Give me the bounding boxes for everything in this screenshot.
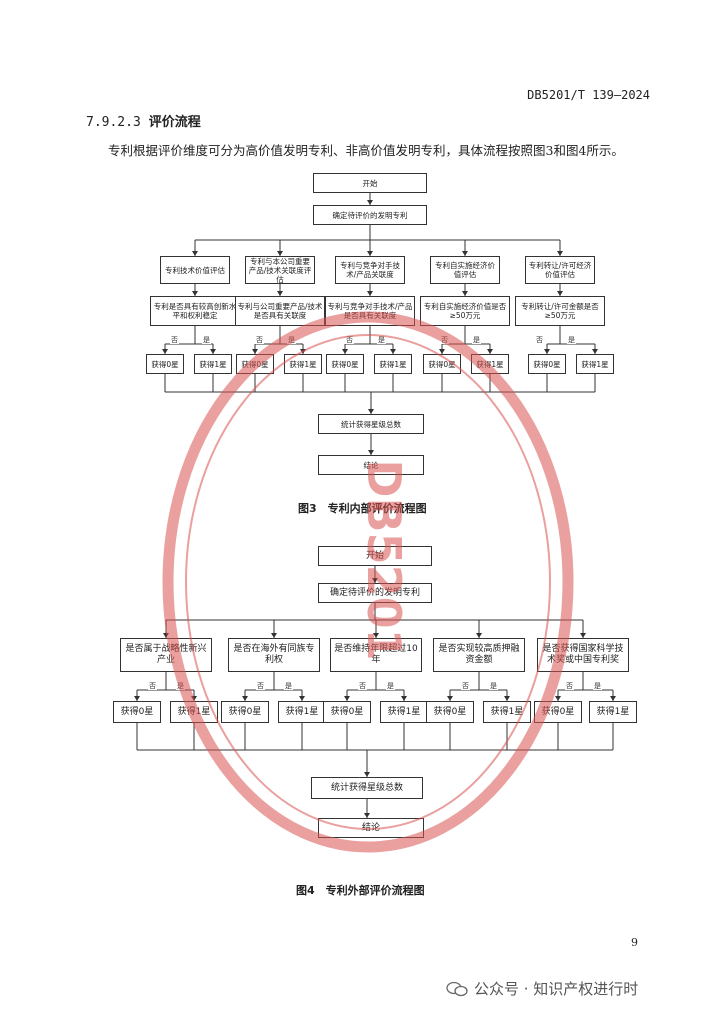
fig3-identify-box: 确定待评价的发明专利 xyxy=(313,205,427,225)
fig3-question-2: 专利与公司重要产品/技术是否具有关联度 xyxy=(235,296,325,326)
section-number: 7.9.2.3 xyxy=(86,115,141,130)
fig3-yes-label-2: 是 xyxy=(287,336,296,344)
connector-arrow xyxy=(610,696,616,701)
fig4-yes-label-3: 是 xyxy=(386,682,395,690)
fig3-yes-label-4: 是 xyxy=(472,336,481,344)
fig3-result-zero-4: 获得0星 xyxy=(423,354,461,374)
fig4-result-zero-5: 获得0星 xyxy=(534,701,582,723)
fig4-result-one-1: 获得1星 xyxy=(170,701,218,723)
connector-arrow xyxy=(192,291,198,296)
fig4-result-zero-2: 获得0星 xyxy=(221,701,269,723)
connector-arrow xyxy=(134,696,140,701)
fig3-result-one-4: 获得1星 xyxy=(471,354,509,374)
fig3-result-one-2: 获得1星 xyxy=(284,354,322,374)
fig4-no-label-2: 否 xyxy=(256,682,265,690)
fig3-no-label-5: 否 xyxy=(535,336,544,344)
fig3-category-3: 专利与竞争对手技术/产品关联度 xyxy=(335,256,405,284)
fig4-question-3: 是否维持年限超过10年 xyxy=(330,638,422,672)
fig3-result-zero-2: 获得0星 xyxy=(236,354,274,374)
fig3-category-5: 专利转让/许可经济价值评估 xyxy=(525,256,595,284)
fig3-category-1: 专利技术价值评估 xyxy=(160,256,230,284)
fig3-no-label-1: 否 xyxy=(170,336,179,344)
footer-channel-text: 公众号 · 知识产权进行时 xyxy=(474,980,639,998)
connector-arrow xyxy=(277,291,283,296)
fig4-identify-box: 确定待评价的发明专利 xyxy=(318,583,432,603)
fig4-no-label-4: 否 xyxy=(461,682,470,690)
figure4-caption: 图4 专利外部评价流程图 xyxy=(296,884,425,897)
fig3-result-zero-1: 获得0星 xyxy=(146,354,184,374)
fig3-yes-label-5: 是 xyxy=(567,336,576,344)
fig4-total-box: 统计获得星级总数 xyxy=(311,777,423,799)
connector-arrow xyxy=(277,251,283,256)
fig3-start-box: 开始 xyxy=(313,173,427,193)
fig4-result-zero-1: 获得0星 xyxy=(113,701,161,723)
wechat-footer: 公众号 · 知识产权进行时 xyxy=(446,978,638,999)
fig4-question-4: 是否实现较高质押融资金额 xyxy=(433,638,525,672)
fig3-result-one-5: 获得1星 xyxy=(576,354,614,374)
connector-arrow xyxy=(367,200,373,205)
wechat-channel-icon xyxy=(446,981,468,996)
fig4-result-one-3: 获得1星 xyxy=(380,701,428,723)
fig4-question-1: 是否属于战略性新兴产业 xyxy=(120,638,212,672)
fig4-no-label-5: 否 xyxy=(565,682,574,690)
fig4-yes-label-1: 是 xyxy=(176,682,185,690)
fig4-result-one-2: 获得1星 xyxy=(278,701,326,723)
connector-arrow xyxy=(557,291,563,296)
fig3-total-box: 统计获得星级总数 xyxy=(318,414,424,434)
connector-arrow xyxy=(192,251,198,256)
connector-arrow xyxy=(462,291,468,296)
document-code: DB5201/T 139—2024 xyxy=(527,88,650,102)
connector-arrow xyxy=(462,251,468,256)
fig3-no-label-2: 否 xyxy=(255,336,264,344)
connector-arrow xyxy=(580,633,586,638)
fig4-no-label-1: 否 xyxy=(148,682,157,690)
fig3-yes-label-1: 是 xyxy=(202,336,211,344)
fig3-conclusion-box: 结论 xyxy=(318,455,424,475)
connector-arrow xyxy=(557,251,563,256)
fig3-question-4: 专利自实施经济价值是否≥50万元 xyxy=(420,296,510,326)
connector-arrow xyxy=(367,251,373,256)
fig3-result-one-1: 获得1星 xyxy=(194,354,232,374)
fig3-result-one-3: 获得1星 xyxy=(374,354,412,374)
fig3-result-zero-3: 获得0星 xyxy=(326,354,364,374)
fig4-yes-label-5: 是 xyxy=(593,682,602,690)
page-number: 9 xyxy=(631,936,638,949)
connector-arrow xyxy=(367,291,373,296)
intro-paragraph: 专利根据评价维度可分为高价值发明专利、非高价值发明专利，具体流程按照图3和图4所… xyxy=(108,143,624,158)
fig3-question-5: 专利转让/许可金额是否≥50万元 xyxy=(515,296,605,326)
fig4-result-zero-4: 获得0星 xyxy=(426,701,474,723)
fig4-result-one-5: 获得1星 xyxy=(589,701,637,723)
fig4-start-box: 开始 xyxy=(318,546,432,566)
section-heading: 7.9.2.3 评价流程 xyxy=(86,111,201,130)
fig3-category-4: 专利自实施经济价值评估 xyxy=(430,256,500,284)
fig4-result-one-4: 获得1星 xyxy=(483,701,531,723)
fig3-no-label-3: 否 xyxy=(345,336,354,344)
fig4-question-2: 是否在海外有同族专利权 xyxy=(228,638,320,672)
fig3-question-3: 专利与竞争对手技术/产品是否具有关联度 xyxy=(325,296,415,326)
figure3-caption: 图3 专利内部评价流程图 xyxy=(298,502,427,515)
fig4-yes-label-2: 是 xyxy=(284,682,293,690)
fig4-conclusion-box: 结论 xyxy=(318,818,424,838)
fig4-yes-label-4: 是 xyxy=(489,682,498,690)
fig4-result-zero-3: 获得0星 xyxy=(323,701,371,723)
section-title: 评价流程 xyxy=(148,115,201,130)
fig4-question-5: 是否获得国家科学技术奖或中国专利奖 xyxy=(537,638,629,672)
fig3-question-1: 专利是否具有较高创新水平和权利稳定 xyxy=(150,296,240,326)
connector-arrow xyxy=(592,349,598,354)
fig3-category-2: 专利与本公司重要产品/技术关联度评估 xyxy=(245,256,315,284)
fig3-yes-label-3: 是 xyxy=(377,336,386,344)
fig3-result-zero-5: 获得0星 xyxy=(528,354,566,374)
fig4-no-label-3: 否 xyxy=(358,682,367,690)
fig3-no-label-4: 否 xyxy=(440,336,449,344)
